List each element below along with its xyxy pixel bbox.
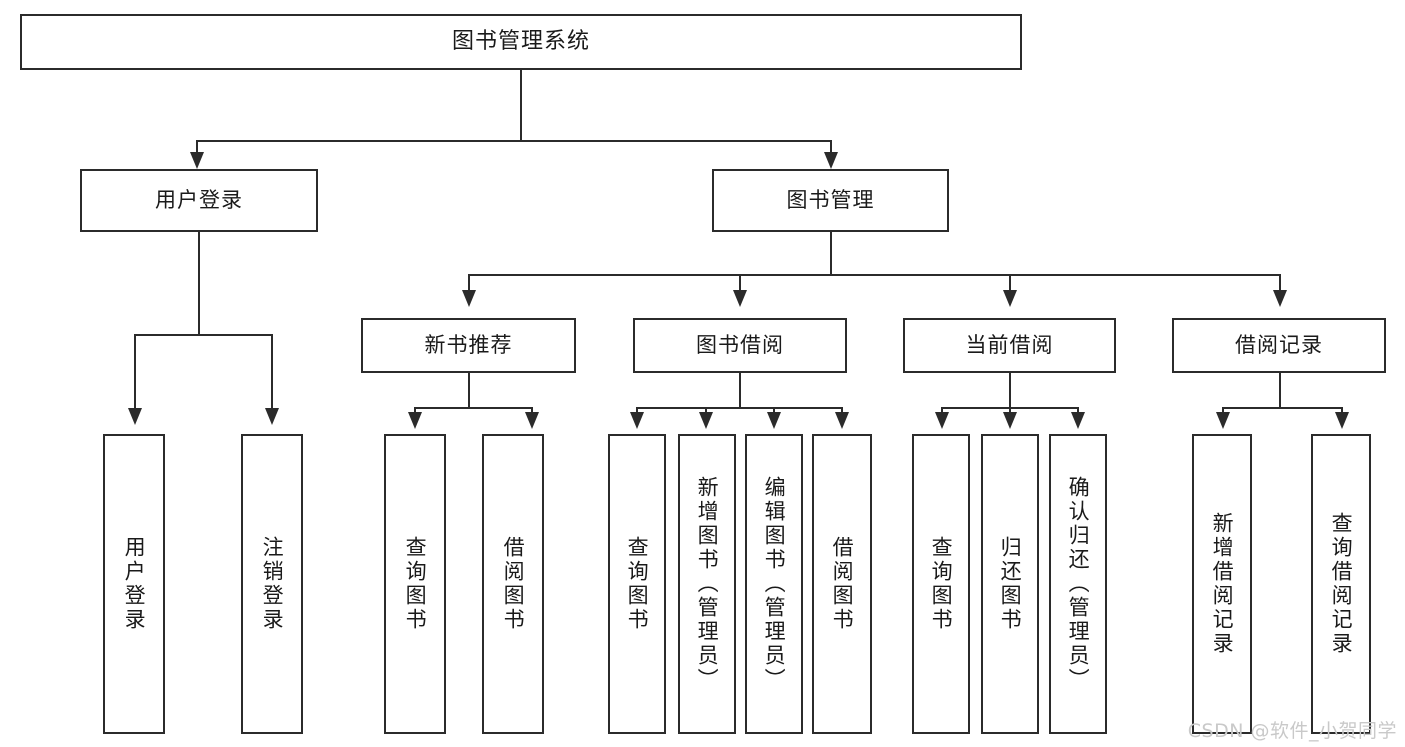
node-root-system[interactable]: 图书管理系统 <box>20 14 1022 70</box>
edge-book-manage-drop-3 <box>1009 274 1011 296</box>
leaf-book-borrow-query-book[interactable]: 查询图书 <box>608 434 666 734</box>
leaf-user-login-login[interactable]: 用户登录 <box>103 434 165 734</box>
arrow-icon-to-book-manage <box>824 152 838 169</box>
arrow-icon-new-book-leaf-1 <box>408 412 422 429</box>
edge-borrow-record-bus <box>1222 407 1342 409</box>
edge-user-login-drop-1 <box>134 334 136 414</box>
edge-root-drop-1 <box>196 140 198 158</box>
arrow-icon-new-book-leaf-2 <box>525 412 539 429</box>
edge-root-bus <box>196 140 832 142</box>
arrow-icon-current-borrow-leaf-3 <box>1071 412 1085 429</box>
edge-book-manage-drop-1 <box>468 274 470 296</box>
leaf-book-borrow-edit-book-admin[interactable]: 编辑图书（管理员） <box>745 434 803 734</box>
node-user-login[interactable]: 用户登录 <box>80 169 318 232</box>
edge-new-book-stem <box>468 373 470 409</box>
arrow-icon-to-user-login <box>190 152 204 169</box>
edge-book-manage-drop-2 <box>739 274 741 296</box>
edge-user-login-stem <box>198 232 200 335</box>
arrow-icon-book-borrow-leaf-3 <box>767 412 781 429</box>
arrow-icon-to-new-book <box>462 290 476 307</box>
leaf-new-book-query-book[interactable]: 查询图书 <box>384 434 446 734</box>
edge-book-manage-stem <box>830 232 832 276</box>
leaf-borrow-record-query-record[interactable]: 查询借阅记录 <box>1311 434 1371 734</box>
arrow-icon-book-borrow-leaf-4 <box>835 412 849 429</box>
edge-borrow-record-stem <box>1279 373 1281 409</box>
arrow-icon-current-borrow-leaf-2 <box>1003 412 1017 429</box>
node-new-book-recommend[interactable]: 新书推荐 <box>361 318 576 373</box>
arrow-icon-to-borrow-record <box>1273 290 1287 307</box>
arrow-icon-book-borrow-leaf-2 <box>699 412 713 429</box>
arrow-icon-user-login-leaf-1 <box>128 408 142 425</box>
leaf-book-borrow-borrow-book[interactable]: 借阅图书 <box>812 434 872 734</box>
arrow-icon-borrow-record-leaf-1 <box>1216 412 1230 429</box>
edge-user-login-bus <box>134 334 272 336</box>
leaf-new-book-borrow-book[interactable]: 借阅图书 <box>482 434 544 734</box>
edge-book-borrow-bus <box>636 407 843 409</box>
edge-new-book-bus <box>414 407 532 409</box>
leaf-current-borrow-query-book[interactable]: 查询图书 <box>912 434 970 734</box>
node-current-borrow[interactable]: 当前借阅 <box>903 318 1116 373</box>
arrow-icon-user-login-leaf-2 <box>265 408 279 425</box>
edge-book-manage-bus <box>468 274 1280 276</box>
node-book-manage[interactable]: 图书管理 <box>712 169 949 232</box>
edge-user-login-drop-2 <box>271 334 273 414</box>
node-borrow-record[interactable]: 借阅记录 <box>1172 318 1386 373</box>
leaf-user-login-logout[interactable]: 注销登录 <box>241 434 303 734</box>
arrow-icon-book-borrow-leaf-1 <box>630 412 644 429</box>
edge-root-stem <box>520 70 522 140</box>
arrow-icon-current-borrow-leaf-1 <box>935 412 949 429</box>
edge-book-manage-drop-4 <box>1279 274 1281 296</box>
leaf-borrow-record-add-record[interactable]: 新增借阅记录 <box>1192 434 1252 734</box>
leaf-current-borrow-return-book[interactable]: 归还图书 <box>981 434 1039 734</box>
node-book-borrow[interactable]: 图书借阅 <box>633 318 847 373</box>
edge-current-borrow-stem <box>1009 373 1011 409</box>
arrow-icon-to-book-borrow <box>733 290 747 307</box>
arrow-icon-to-current-borrow <box>1003 290 1017 307</box>
edge-book-borrow-stem <box>739 373 741 409</box>
arrow-icon-borrow-record-leaf-2 <box>1335 412 1349 429</box>
leaf-book-borrow-add-book-admin[interactable]: 新增图书（管理员） <box>678 434 736 734</box>
edge-root-drop-2 <box>830 140 832 158</box>
leaf-current-borrow-confirm-return-admin[interactable]: 确认归还（管理员） <box>1049 434 1107 734</box>
